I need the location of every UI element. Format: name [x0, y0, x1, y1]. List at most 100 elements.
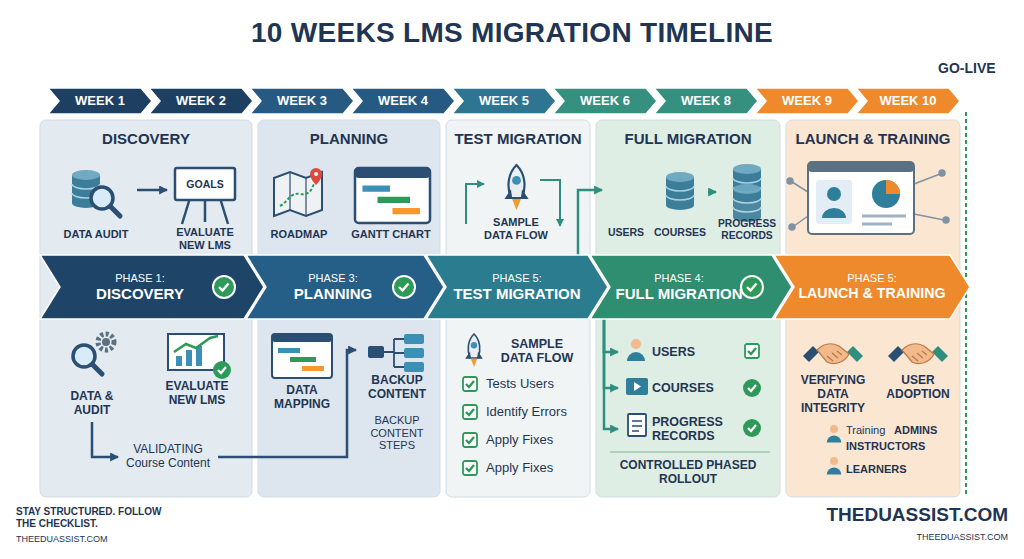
- video-icon: [626, 378, 648, 395]
- icon-part: [204, 198, 207, 222]
- panel-heading: LAUNCH & TRAINING: [790, 130, 956, 147]
- phase-label: LAUNCH & TRAINING: [798, 285, 946, 301]
- icon-part: [822, 208, 846, 218]
- icon-part: [393, 276, 415, 298]
- icon-item: BACKUP CONTENT: [356, 328, 438, 408]
- icon-part: [914, 174, 940, 184]
- check-circle: [213, 276, 235, 298]
- icon-part: [463, 377, 477, 391]
- week-chevron: WEEK 2: [149, 88, 253, 114]
- phase-arrow: PHASE 3:PLANNING: [246, 255, 444, 319]
- icon-part: [747, 284, 757, 291]
- icon-item: SAMPLE DATA FLOW: [479, 160, 553, 250]
- note-label: GOALS: [178, 178, 232, 191]
- dashboard-icon: [808, 162, 914, 234]
- icon-part: [92, 190, 716, 457]
- icon-part: [404, 362, 424, 372]
- chevron-fill: [351, 88, 455, 114]
- icon-part: [733, 184, 761, 222]
- chevron-fill: [452, 88, 556, 114]
- flow-connector: [604, 319, 618, 352]
- icon-item: ROADMAP: [262, 162, 336, 248]
- phase-arrow: PHASE 5:LAUNCH & TRAINING: [774, 255, 970, 319]
- icon-part: [465, 334, 483, 367]
- chevron-fill: [856, 88, 960, 114]
- icon-part: [176, 356, 182, 366]
- flow-connector: [137, 189, 167, 192]
- panel-heading: DISCOVERY: [44, 130, 248, 147]
- flow-connector: [708, 191, 716, 194]
- phase-arrow: PHASE 5:TEST MIGRATION: [426, 255, 608, 319]
- icon-part: [174, 336, 218, 352]
- text-box: VALIDATING Course Content: [118, 432, 218, 482]
- node-label: PROGRESS RECORDS: [718, 218, 776, 242]
- panel-heading: FULL MIGRATION: [600, 130, 776, 147]
- node-label: WEEK 6: [566, 94, 644, 109]
- node-label: WEEK 4: [364, 94, 442, 109]
- icon-part: [182, 198, 190, 224]
- panel-heading: TEST MIGRATION: [450, 130, 586, 147]
- gear-icon: [98, 334, 114, 350]
- note-label: Apply Fixes: [486, 460, 553, 476]
- icon-part: [355, 168, 430, 223]
- icon-item: GANTT CHART: [344, 162, 438, 248]
- icon-part: [792, 182, 808, 192]
- icon-part: [808, 162, 914, 234]
- check-circle: [393, 276, 415, 298]
- node-label: USERS: [652, 345, 716, 359]
- week-chevron: WEEK 4: [351, 88, 455, 114]
- text-box: SAMPLE DATA FLOW: [494, 328, 580, 374]
- node-label: BACKUP CONTENT STEPS: [358, 414, 436, 452]
- chevron-fill: [246, 255, 444, 319]
- icon-part: [219, 284, 229, 291]
- note-label: Identify Errors: [486, 404, 567, 420]
- icon-part: [803, 344, 863, 364]
- icon-item: EVALUATE NEW LMS: [167, 162, 243, 256]
- week-chevron: WEEK 3: [250, 88, 354, 114]
- icon-part: [98, 334, 114, 350]
- node-label: SAMPLE DATA FLOW: [497, 337, 577, 366]
- node-label: BACKUP CONTENT: [358, 374, 436, 402]
- icon-part: [280, 184, 314, 206]
- icon-part: [463, 405, 477, 419]
- chevron-fill: [774, 255, 970, 319]
- list-item: PROGRESS RECORDS: [618, 410, 728, 448]
- node-label: GANTT CHART: [346, 228, 436, 241]
- icon-part: [627, 339, 645, 361]
- icon-part: [73, 345, 102, 374]
- icon-part: [741, 276, 763, 298]
- node-label: DATA MAPPING: [264, 384, 340, 412]
- icon-part: [666, 172, 694, 210]
- phase-label: PLANNING: [270, 285, 396, 302]
- icon-part: [186, 350, 192, 366]
- node-label: WEEK 8: [667, 94, 745, 109]
- week-chevron: WEEK 6: [553, 88, 657, 114]
- check-circle: [741, 276, 763, 298]
- node-label: SAMPLE DATA FLOW: [481, 216, 551, 241]
- node-label: EVALUATE NEW LMS: [169, 226, 241, 251]
- flow-connector: [92, 422, 118, 457]
- easel-icon: [175, 168, 235, 224]
- icon-part: [626, 378, 648, 395]
- icon-item: VERIFYING DATA INTEGRITY: [790, 328, 876, 420]
- node-label: DATA & AUDIT: [62, 390, 122, 418]
- icon-item: USER ADOPTION: [878, 328, 958, 408]
- week-chevron: WEEK 1: [48, 88, 152, 114]
- icon-part: [888, 344, 948, 364]
- chevron-fill: [250, 88, 354, 114]
- icon-part: [827, 187, 841, 201]
- chevron-fill: [590, 255, 792, 319]
- icon-part: [939, 170, 945, 176]
- node-label: WEEK 2: [162, 94, 240, 109]
- icon-part: [789, 224, 795, 230]
- list-item: USERS: [618, 338, 718, 366]
- icon-part: [368, 346, 384, 358]
- icon-part: [794, 216, 808, 226]
- node-label: WEEK 3: [263, 94, 341, 109]
- flow-connector: [218, 350, 356, 457]
- node-label: COURSES: [654, 226, 706, 238]
- icon-part: [816, 180, 852, 224]
- note-label: ADMINS: [894, 424, 937, 437]
- icon-item: DATA & AUDIT: [60, 328, 124, 422]
